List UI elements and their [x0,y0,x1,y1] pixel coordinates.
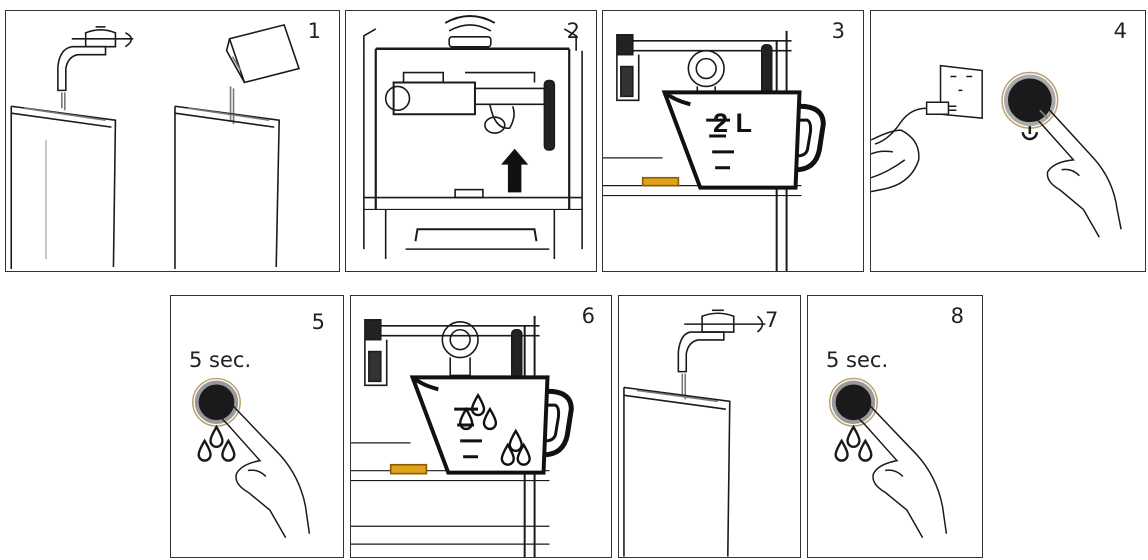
step-8-panel: 8 5 sec. [807,295,983,558]
finger-press-icon [856,403,948,539]
arrow-up-icon [501,148,529,193]
tap-icon [57,26,134,92]
power-button [1001,71,1059,129]
step-7-illustration [623,309,766,557]
step-number: 6 [581,304,595,328]
step-1-panel: 1 [5,10,340,272]
step-8-illustration [829,377,948,539]
duration-label: 5 sec. [189,348,252,372]
water-drops-icon [197,424,236,462]
water-drops-icon [834,424,873,462]
step-number: 7 [765,308,779,332]
finger-press-icon [219,403,311,539]
water-tank [623,386,731,557]
step-2-illustration [363,15,583,260]
step-3-illustration [603,30,826,271]
brew-group [384,71,556,151]
power-icon [1021,126,1039,141]
measuring-jug-icon [661,90,826,190]
step-2-panel: 2 [345,10,597,272]
plug-icon [871,101,957,193]
power-button [192,377,241,427]
step-4-illustration [871,64,1122,238]
tap-icon [677,309,766,373]
wall-socket [939,64,983,119]
water-tank [10,105,117,270]
water-tank [174,105,280,270]
pour-container-icon [225,23,301,84]
step-7-panel: 7 [618,295,801,558]
measuring-jug-icon [409,375,574,475]
step-6-illustration [351,315,574,557]
step-number: 5 [311,310,325,334]
step-number: 2 [566,19,580,43]
step-5-illustration [192,377,311,539]
water-drops-icon [458,392,531,466]
step-3-panel: 3 2 L [602,10,864,272]
volume-label: 2 L [713,108,753,138]
finger-press-icon [1032,104,1122,238]
duration-label: 5 sec. [826,348,889,372]
power-button [829,377,878,427]
step-4-panel: 4 [870,10,1146,272]
step-5-panel: 5 5 sec. [170,295,344,558]
step-number: 8 [950,304,964,328]
step-1-illustration [10,23,301,270]
step-number: 1 [307,19,321,43]
step-6-panel: 6 [350,295,612,558]
step-number: 3 [831,19,845,43]
step-number: 4 [1113,19,1127,43]
